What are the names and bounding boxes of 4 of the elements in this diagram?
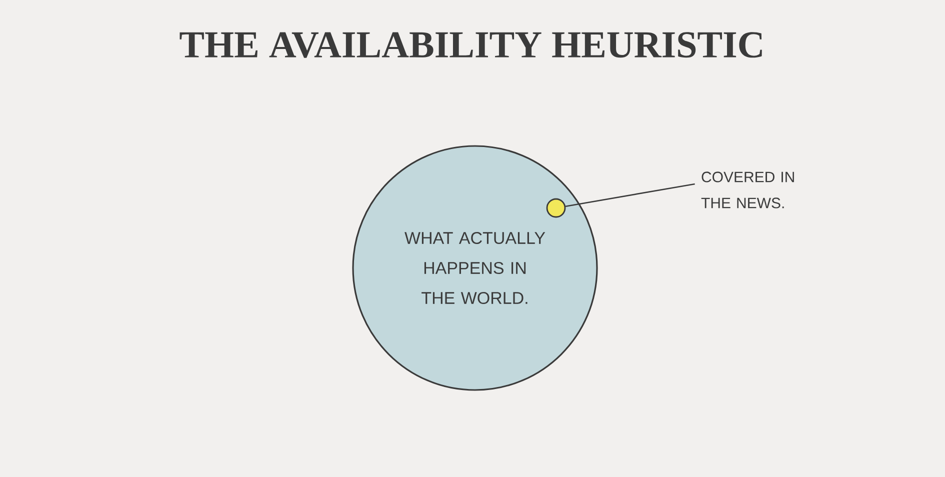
callout-text: COVERED IN THE NEWS. (701, 172, 794, 208)
leader-line (565, 183, 695, 207)
dot (546, 198, 566, 218)
title: THE AVAILABILITY HEURISTIC (180, 32, 762, 58)
